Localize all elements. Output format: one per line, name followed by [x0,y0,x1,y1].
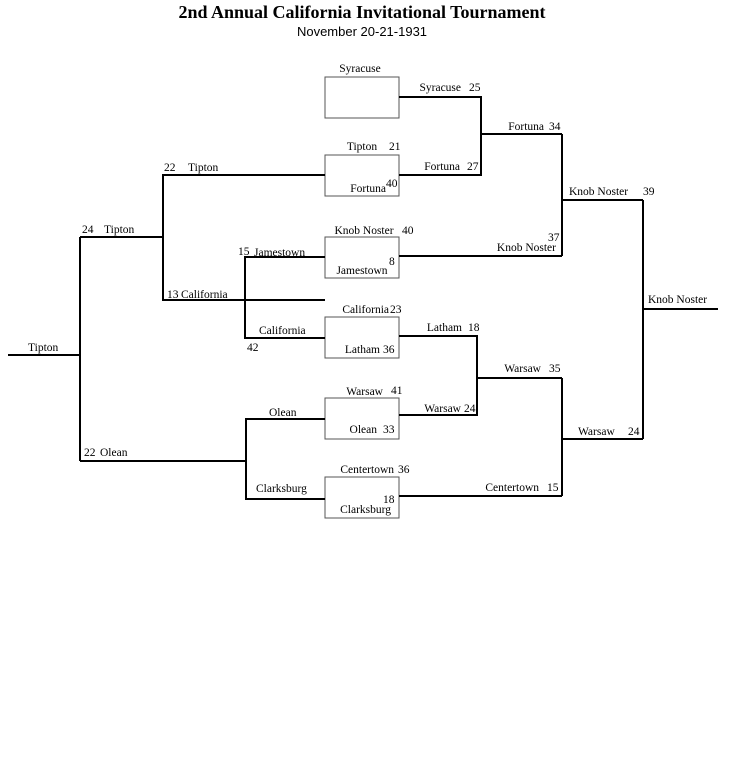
r1-score-1: 25 [469,82,481,94]
box6-top-team: Centertown [340,464,394,476]
l1-team-4: Clarksburg [256,483,307,495]
game-box-2: Tipton 21 Fortuna 40 [324,141,401,197]
game-box-4: California 23 Latham 36 [324,304,402,359]
r2-team-2: Warsaw [504,363,541,375]
box5-top-team: Warsaw [346,386,383,398]
l3-team-1: Tipton [104,224,135,236]
r1-team-6: Centertown [485,482,539,494]
r2-team-1: Fortuna [508,121,544,133]
right-round2-labels: Fortuna 34 Warsaw 35 [504,121,561,375]
box4-top-team: California [342,304,389,316]
r1-score-2: 27 [467,161,479,173]
box5-top-score: 41 [391,385,403,397]
l1-team-3: Olean [269,407,297,419]
box6-bottom-score: 18 [383,494,395,506]
l1-team-2: California [259,325,306,337]
left-round2-labels: 22 Tipton 13 California [164,162,228,301]
box5-bottom-score: 33 [383,424,395,436]
page-title: 2nd Annual California Invitational Tourn… [178,2,546,22]
right-bracket-lines [399,96,718,497]
box2-top-team: Tipton [347,141,378,153]
l2-score-2: 13 [167,289,179,301]
game-box-1: Syracuse [324,63,400,119]
game-box-5: Warsaw 41 Olean 33 [324,385,403,440]
r3-team-1: Knob Noster [569,186,628,198]
r1-team-5: Warsaw [424,403,461,415]
r1-score-3: 37 [548,232,560,244]
box2-top-score: 21 [389,141,401,153]
r2-score-2: 35 [549,363,561,375]
l3-score-1: 24 [82,224,94,236]
right-round1-labels: Syracuse 25 Fortuna 27 Knob Noster 37 La… [419,82,559,494]
l2-team-2: California [181,289,228,301]
box1-top-team: Syracuse [339,63,381,75]
r1-score-6: 15 [547,482,559,494]
l2-score-1: 22 [164,162,176,174]
box3-bottom-score: 8 [389,256,395,268]
r3-score-2: 24 [628,426,640,438]
box4-bottom-team: Latham [345,344,380,356]
box4-top-score: 23 [390,304,402,316]
r1-score-4: 18 [468,322,480,334]
box6-top-score: 36 [398,464,410,476]
box2-bottom-score: 40 [386,178,398,190]
right-round3-labels: Knob Noster 39 Warsaw 24 [569,186,655,438]
r3-score-1: 39 [643,186,655,198]
r1-team-4: Latham [427,322,462,334]
box4-bottom-score: 36 [383,344,395,356]
l1-score-2: 42 [247,342,259,354]
left-champion: Tipton [28,342,59,354]
box3-top-team: Knob Noster [334,225,393,237]
r1-score-5: 24 [464,403,476,415]
l3-score-2: 22 [84,447,96,459]
l1-score-1: 15 [238,246,250,258]
r2-score-1: 34 [549,121,561,133]
game-box-6: Centertown 36 Clarksburg 18 [324,464,410,519]
l2-team-1: Tipton [188,162,219,174]
box5-bottom-team: Olean [350,424,378,436]
box2-bottom-team: Fortuna [350,183,386,195]
r1-team-2: Fortuna [424,161,460,173]
l1-team-1: Jamestown [254,247,305,259]
r1-team-1: Syracuse [419,82,461,94]
left-round1-labels: 15 Jamestown 42 California Olean Clarksb… [238,246,307,495]
left-bracket-lines [8,174,325,500]
left-round3-labels: 24 Tipton 22 Olean [82,224,135,459]
page-subtitle: November 20-21-1931 [296,24,428,39]
game-box-3: Knob Noster 40 Jamestown 8 [324,225,414,279]
r1-team-3: Knob Noster [497,242,556,254]
box6-bottom-team: Clarksburg [340,504,391,516]
box3-bottom-team: Jamestown [336,265,387,277]
r3-team-2: Warsaw [578,426,615,438]
box3-top-score: 40 [402,225,414,237]
l3-team-2: Olean [100,447,128,459]
right-champion: Knob Noster [648,294,707,306]
